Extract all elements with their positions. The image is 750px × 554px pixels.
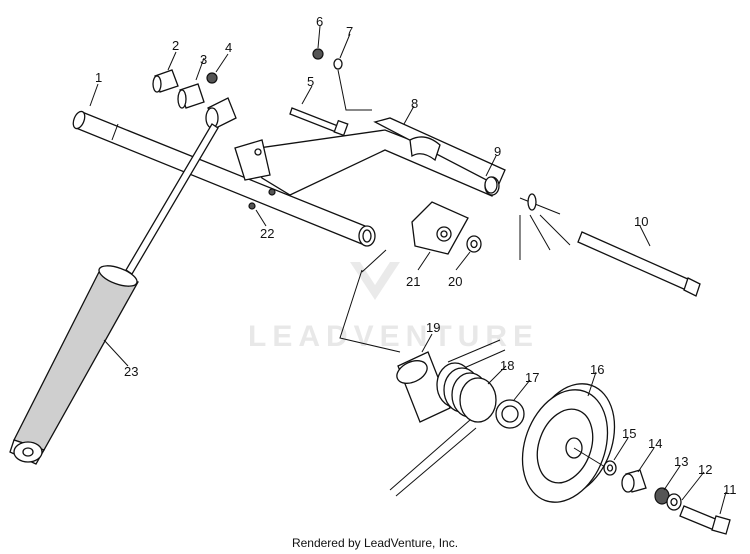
callout-20: 20 bbox=[448, 274, 462, 289]
callout-9: 9 bbox=[494, 144, 501, 159]
part-22-nut bbox=[248, 188, 276, 210]
callout-12: 12 bbox=[698, 462, 712, 477]
footer-credit: Rendered by LeadVenture, Inc. bbox=[291, 536, 459, 550]
assembly-leader bbox=[339, 269, 401, 353]
callout-22: 22 bbox=[260, 226, 274, 241]
part-2-bushing bbox=[152, 69, 179, 93]
callout-15: 15 bbox=[622, 426, 636, 441]
part-9-bushing bbox=[484, 176, 498, 194]
callout-14: 14 bbox=[648, 436, 662, 451]
part-19-spacer bbox=[396, 339, 506, 423]
part-18-spring bbox=[389, 362, 497, 497]
part-15-washer bbox=[603, 460, 617, 476]
callout-4: 4 bbox=[225, 40, 232, 55]
callout-16: 16 bbox=[590, 362, 604, 377]
part-20-washer bbox=[466, 235, 482, 253]
callout-11: 11 bbox=[723, 482, 737, 497]
callout-7: 7 bbox=[346, 24, 353, 39]
part-10-long-bolt bbox=[519, 193, 701, 297]
part-6-nut bbox=[312, 48, 324, 60]
part-3-bushing bbox=[177, 83, 205, 109]
part-8-swing-arm bbox=[234, 117, 506, 197]
callout-10: 10 bbox=[634, 214, 648, 229]
part-12-washer bbox=[666, 493, 682, 511]
callout-3: 3 bbox=[200, 52, 207, 67]
callout-leaders bbox=[89, 25, 727, 515]
callout-23: 23 bbox=[124, 364, 138, 379]
watermark-text: LEADVENTURE bbox=[248, 320, 539, 353]
callout-5: 5 bbox=[307, 74, 314, 89]
part-16-idler-wheel bbox=[521, 383, 616, 503]
callout-21: 21 bbox=[406, 274, 420, 289]
callout-1: 1 bbox=[95, 70, 102, 85]
part-14-bearing bbox=[621, 469, 647, 493]
callout-17: 17 bbox=[525, 370, 539, 385]
callout-13: 13 bbox=[674, 454, 688, 469]
watermark-logo: LEADVENTURE bbox=[248, 262, 539, 353]
part-5-bolt bbox=[289, 107, 349, 137]
part-23-shock-absorber bbox=[9, 97, 237, 465]
callout-18: 18 bbox=[500, 358, 514, 373]
part-11-bolt bbox=[679, 505, 731, 535]
part-4-nut bbox=[206, 72, 218, 84]
callout-labels: 1 2 3 4 5 6 7 8 9 10 11 12 13 14 15 16 1… bbox=[95, 14, 737, 497]
part-17-washer bbox=[495, 399, 525, 429]
part-21-bracket bbox=[411, 201, 469, 255]
part-1-axle-tube bbox=[72, 110, 376, 247]
callout-2: 2 bbox=[172, 38, 179, 53]
part-7-washer bbox=[333, 58, 343, 70]
callout-19: 19 bbox=[426, 320, 440, 335]
callout-8: 8 bbox=[411, 96, 418, 111]
callout-6: 6 bbox=[316, 14, 323, 29]
